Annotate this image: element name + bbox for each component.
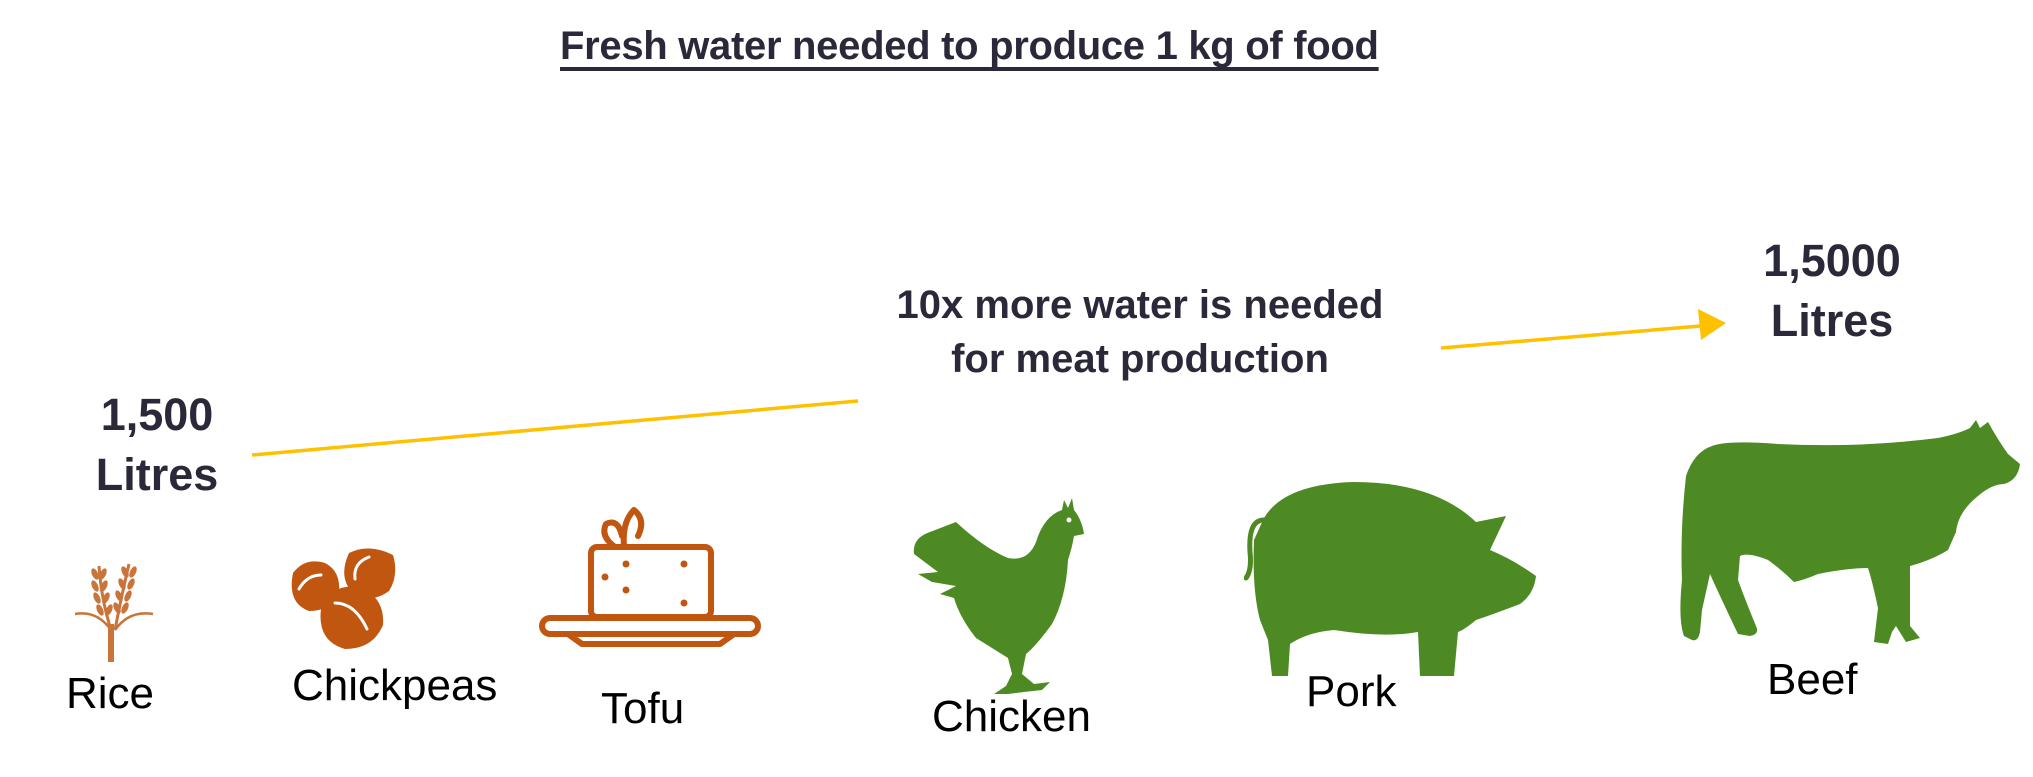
- page-title: Fresh water needed to produce 1 kg of fo…: [560, 24, 1379, 68]
- food-label-rice: Rice: [66, 669, 155, 718]
- food-label-chicken: Chicken: [932, 692, 1091, 741]
- tofu-icon: [539, 507, 761, 647]
- chickpeas-icon: [291, 548, 396, 649]
- right-unit: Litres: [1770, 295, 1894, 346]
- wheat-icon: [74, 563, 154, 662]
- right-value: 1,5000 Litres: [1752, 231, 1912, 351]
- pig-icon: [1244, 482, 1536, 676]
- left-unit: Litres: [95, 449, 219, 500]
- right-amount: 1,5000: [1763, 235, 1901, 286]
- annotation: 10x more water is needed for meat produc…: [880, 278, 1400, 386]
- food-label-chickpeas: Chickpeas: [292, 661, 498, 710]
- food-label-tofu: Tofu: [601, 684, 685, 733]
- food-label-beef: Beef: [1767, 655, 1858, 704]
- chicken-icon: [913, 498, 1084, 694]
- left-value: 1,500 Litres: [92, 385, 222, 505]
- left-amount: 1,500: [100, 389, 214, 440]
- annotation-line-1: 10x more water is needed: [896, 283, 1384, 327]
- food-label-pork: Pork: [1306, 667, 1397, 716]
- annotation-line-2: for meat production: [951, 337, 1329, 381]
- cow-icon: [1680, 420, 2020, 644]
